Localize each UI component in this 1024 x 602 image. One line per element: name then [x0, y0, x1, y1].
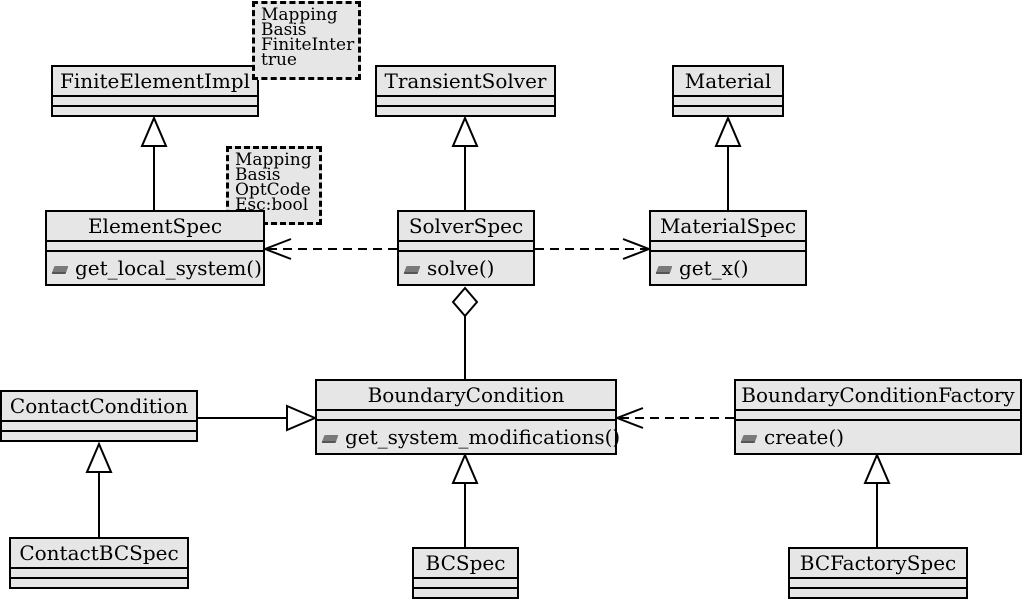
template-param: OptCode	[235, 180, 311, 200]
aggregation-diamond	[451, 286, 479, 318]
generalization-arrowhead	[714, 115, 742, 147]
operation-icon	[321, 434, 339, 443]
operation-icon	[655, 265, 673, 274]
class-attributes	[2, 422, 196, 432]
class-bcfactoryspec[interactable]: BCFactorySpec	[788, 547, 968, 599]
class-materialspec[interactable]: MaterialSpec get_x()	[649, 210, 807, 286]
class-attributes	[317, 411, 615, 421]
class-name: Material	[674, 67, 782, 97]
class-attributes	[53, 97, 257, 107]
class-operations: get_system_modifications()	[317, 421, 620, 453]
class-operations: get_x()	[651, 252, 805, 284]
template-param: true	[261, 50, 297, 70]
class-operations: get_local_system()	[47, 252, 263, 284]
template-params-elementspec: Mapping Basis OptCode Esc:bool	[226, 146, 322, 225]
class-name: ElementSpec	[47, 212, 263, 242]
class-operations	[11, 579, 187, 587]
class-transientsolver[interactable]: TransientSolver	[375, 65, 556, 117]
template-param: Esc:bool	[235, 195, 309, 215]
operation-icon	[403, 265, 421, 274]
template-param: Basis	[235, 165, 281, 185]
class-finiteelementimpl[interactable]: FiniteElementImpl	[51, 65, 259, 117]
class-operations	[377, 107, 554, 115]
class-name: TransientSolver	[377, 67, 554, 97]
class-name: SolverSpec	[399, 212, 533, 242]
template-param: Mapping	[261, 5, 338, 25]
generalization-arrowhead	[85, 441, 113, 473]
class-attributes	[377, 97, 554, 107]
class-attributes	[736, 411, 1020, 421]
class-operations	[53, 107, 257, 115]
class-attributes	[414, 579, 517, 589]
generalization-arrowhead	[451, 452, 479, 484]
operation-icon	[740, 434, 758, 443]
generalization-arrowhead	[140, 115, 168, 147]
class-attributes	[399, 242, 533, 252]
class-operations	[414, 589, 517, 597]
class-attributes	[790, 579, 966, 589]
class-elementspec[interactable]: ElementSpec get_local_system()	[45, 210, 265, 286]
class-attributes	[651, 242, 805, 252]
class-boundarycondition[interactable]: BoundaryCondition get_system_modificatio…	[315, 379, 620, 455]
class-boundaryconditionfactory[interactable]: BoundaryConditionFactory create()	[734, 379, 1022, 455]
template-params-finiteelementimpl: Mapping Basis FiniteInter true	[252, 1, 361, 80]
template-param: FiniteInter	[261, 35, 355, 55]
class-operations: solve()	[399, 252, 533, 284]
class-operations	[2, 432, 196, 440]
operation-label: get_local_system()	[75, 256, 262, 280]
operation-icon	[51, 265, 69, 274]
class-attributes	[674, 97, 782, 107]
class-bcspec[interactable]: BCSpec	[412, 547, 519, 599]
class-name: BoundaryCondition	[317, 381, 615, 411]
class-attributes	[11, 569, 187, 579]
class-name: ContactBCSpec	[11, 539, 187, 569]
class-solverspec[interactable]: SolverSpec solve()	[397, 210, 535, 286]
generalization-arrowhead	[863, 452, 891, 484]
class-operations	[790, 589, 966, 597]
class-material[interactable]: Material	[672, 65, 784, 117]
class-name: BoundaryConditionFactory	[736, 381, 1020, 411]
operation-label: get_x()	[679, 256, 749, 280]
template-param: Mapping	[235, 150, 312, 170]
class-name: FiniteElementImpl	[53, 67, 257, 97]
class-name: MaterialSpec	[651, 212, 805, 242]
class-name: BCFactorySpec	[790, 549, 966, 579]
class-name: ContactCondition	[2, 392, 196, 422]
class-contactcondition[interactable]: ContactCondition	[0, 390, 198, 442]
operation-label: solve()	[427, 256, 495, 280]
class-contactbcspec[interactable]: ContactBCSpec	[9, 537, 189, 589]
class-operations	[674, 107, 782, 115]
operation-label: get_system_modifications()	[345, 425, 621, 449]
generalization-arrowhead	[286, 404, 318, 432]
class-attributes	[47, 242, 263, 252]
operation-label: create()	[764, 425, 844, 449]
generalization-arrowhead	[451, 115, 479, 147]
class-operations: create()	[736, 421, 1020, 453]
class-name: BCSpec	[414, 549, 517, 579]
template-param: Basis	[261, 20, 307, 40]
